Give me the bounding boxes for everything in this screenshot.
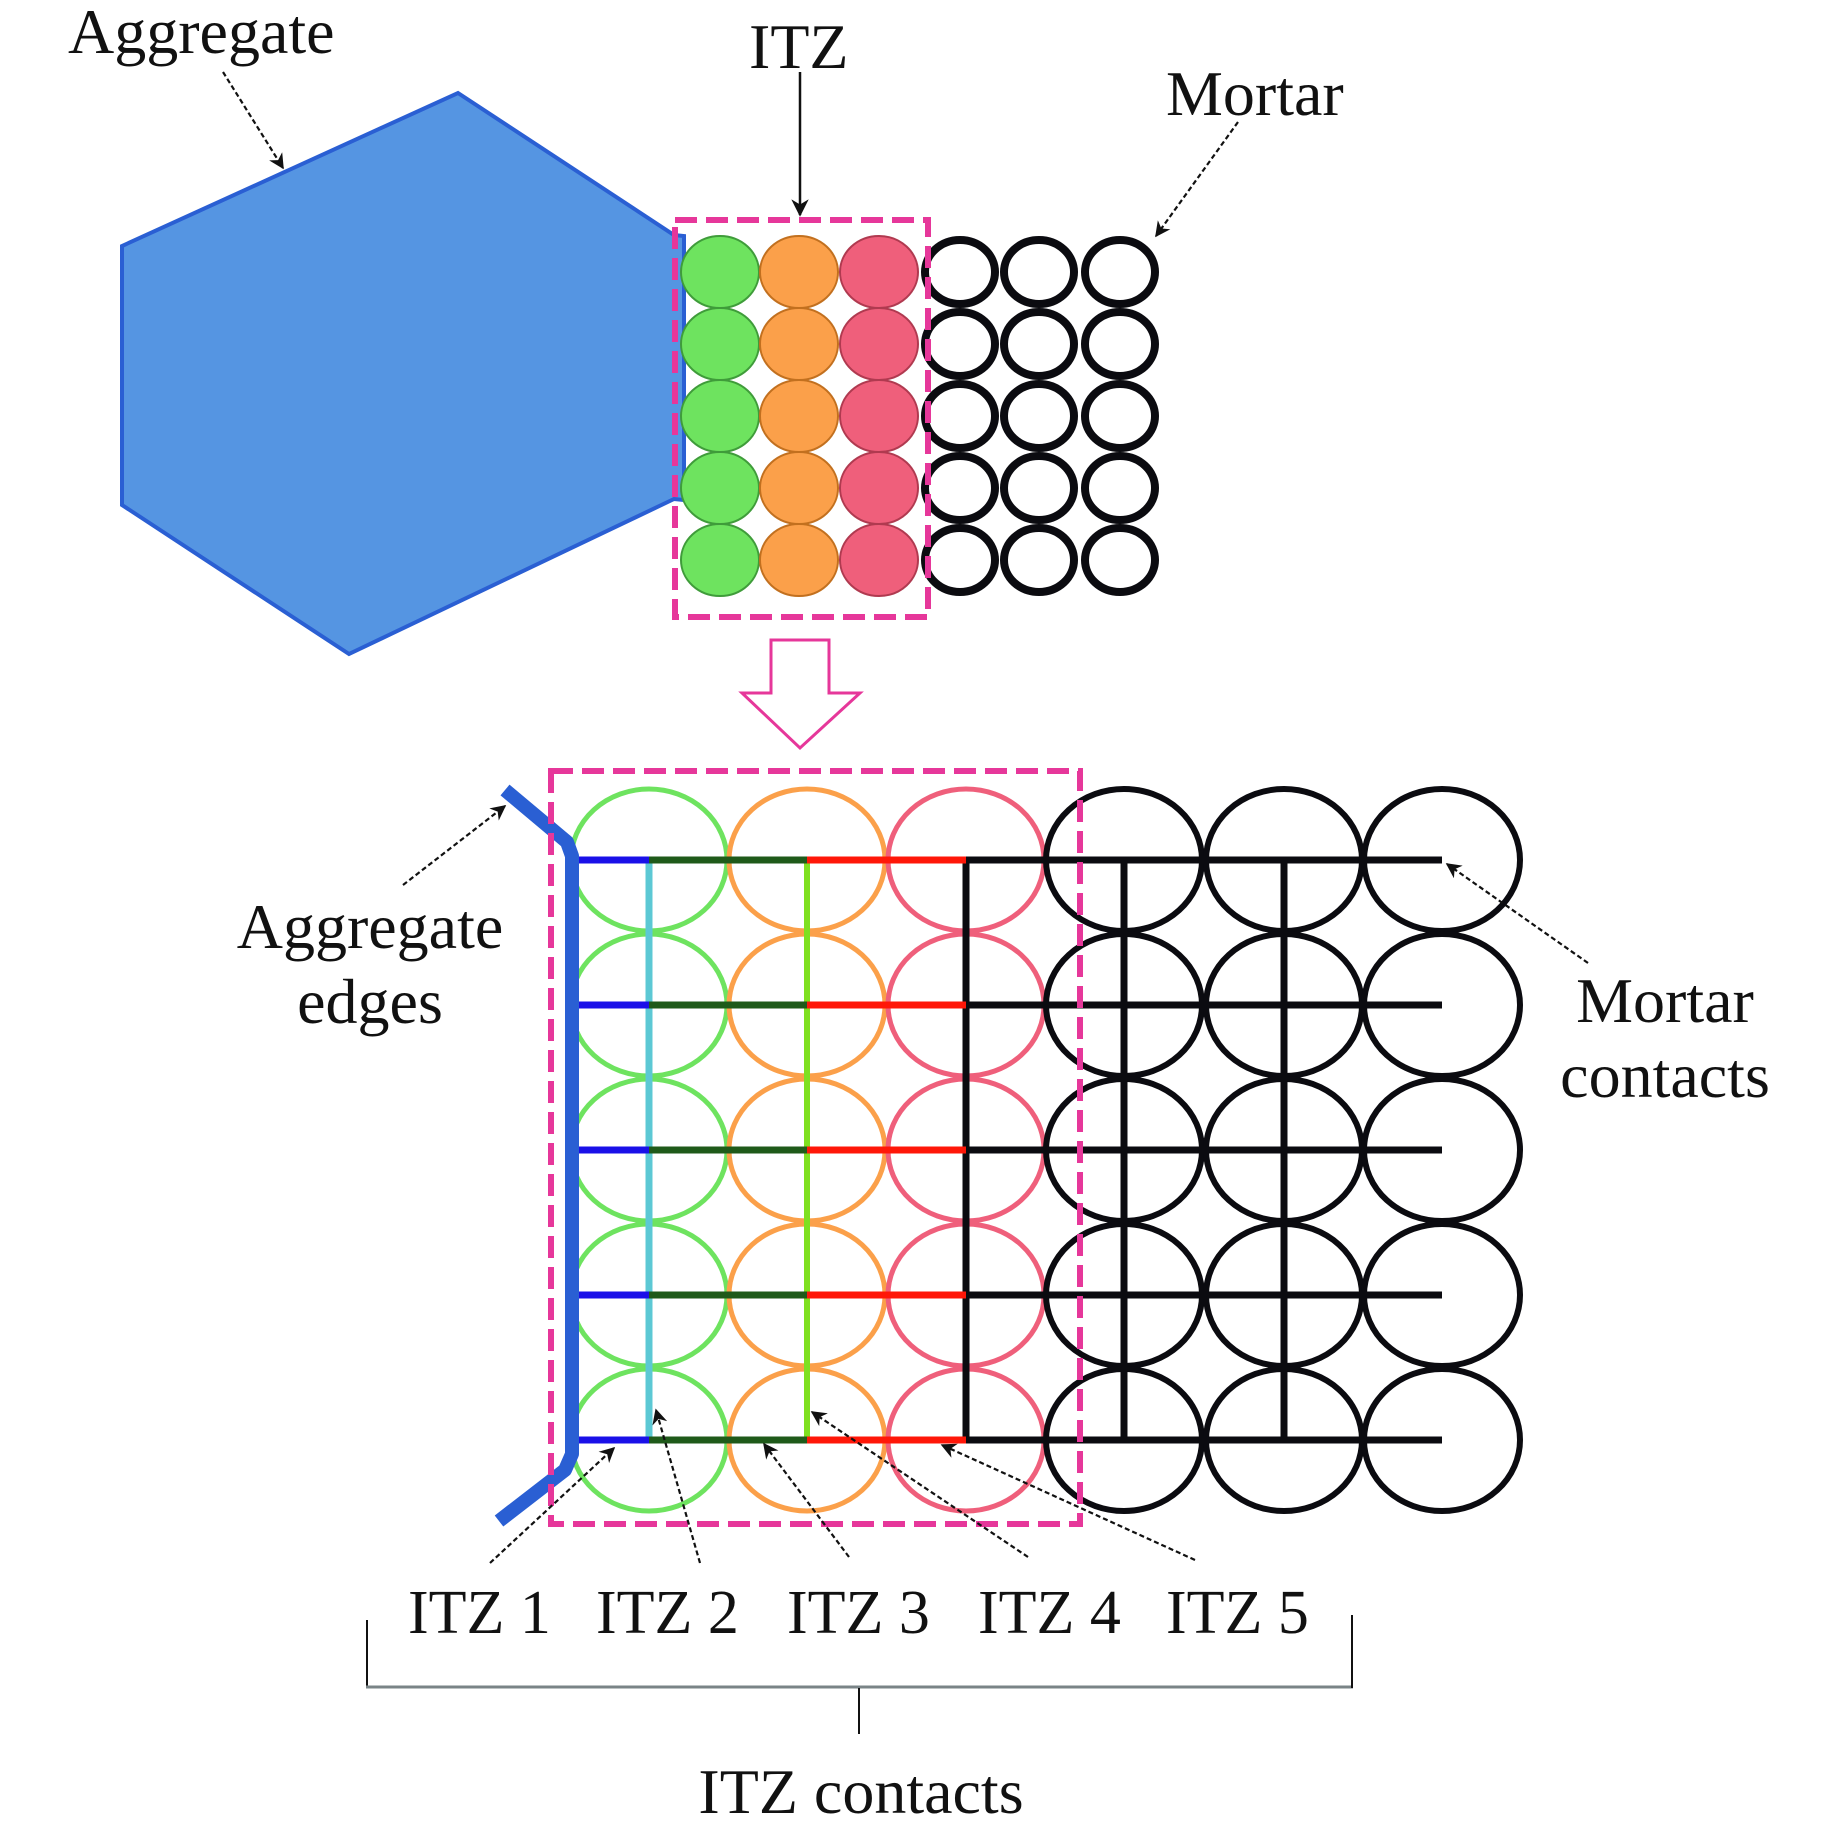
mortar-contacts-label-line2: contacts xyxy=(1560,1040,1770,1111)
itz-layer1-particle xyxy=(680,307,760,381)
itz4-pointer-arrow xyxy=(810,1411,1029,1558)
mortar-particle xyxy=(921,524,999,596)
mortar-particle xyxy=(1081,236,1159,308)
mortar-particle xyxy=(1000,236,1078,308)
mortar-particle xyxy=(1081,380,1159,452)
itz-layer3-particle xyxy=(839,451,919,525)
itz-layer1-particle xyxy=(680,235,760,309)
mortar-contacts-label-line1: Mortar xyxy=(1576,965,1754,1036)
mortar-contacts-pointer-arrow xyxy=(1445,863,1589,964)
mortar-particle xyxy=(1081,308,1159,380)
itz3-pointer-arrow xyxy=(763,1442,850,1558)
itz-layer3-particle xyxy=(839,523,919,597)
itz-layer1-particle xyxy=(680,451,760,525)
itz-layer2-particle xyxy=(759,451,839,525)
bottom-contact-network xyxy=(568,786,1523,1514)
aggregate-edges-pointer-arrow xyxy=(402,805,507,886)
itz5-pointer-arrow xyxy=(940,1443,1196,1562)
itz-layer2-particle xyxy=(759,235,839,309)
mortar-pointer-arrow xyxy=(1155,121,1239,238)
itz-label: ITZ xyxy=(749,11,849,82)
aggregate-edge xyxy=(494,784,579,1527)
itz-layer2-particle xyxy=(759,379,839,453)
itz-layer3-particle xyxy=(839,379,919,453)
top-particle-grid xyxy=(680,235,1159,597)
itz2-pointer-arrow xyxy=(652,1408,702,1564)
mortar-particle xyxy=(1081,524,1159,596)
itz-zone-label: ITZ 3 xyxy=(787,1579,930,1647)
aggregate-label: Aggregate xyxy=(68,0,335,67)
mortar-particle xyxy=(921,308,999,380)
aggregate-hexagon xyxy=(120,90,686,657)
mortar-particle xyxy=(1000,524,1078,596)
itz-layer2-particle xyxy=(759,523,839,597)
itz1-pointer-arrow xyxy=(489,1446,616,1564)
mortar-particle xyxy=(921,236,999,308)
mortar-particle xyxy=(1000,308,1078,380)
itz-layer3-particle xyxy=(839,235,919,309)
mortar-particle xyxy=(1081,452,1159,524)
itz-zone-label: ITZ 4 xyxy=(978,1579,1121,1647)
mortar-particle xyxy=(1000,452,1078,524)
down-arrow-icon xyxy=(738,638,864,751)
aggregate-edges-label-line1: Aggregate xyxy=(237,891,504,962)
itz-zone-label: ITZ 5 xyxy=(1166,1579,1309,1647)
mortar-label: Mortar xyxy=(1166,58,1344,129)
itz-layer3-particle xyxy=(839,307,919,381)
aggregate-pointer-arrow xyxy=(222,71,284,170)
bottom-panel: Aggregate edges Mortar contacts ITZ 1 IT… xyxy=(237,768,1770,1827)
itz-zone-label: ITZ 1 xyxy=(408,1579,551,1647)
itz-layer1-particle xyxy=(680,379,760,453)
aggregate-edges-label-line2: edges xyxy=(297,966,443,1037)
itz-region-box xyxy=(672,217,931,620)
itz-zone-label: ITZ 2 xyxy=(596,1579,739,1647)
itz-contact-region-box xyxy=(548,768,1083,1527)
itz-contacts-bracket xyxy=(366,1615,1353,1734)
mortar-particle xyxy=(921,452,999,524)
itz-layer2-particle xyxy=(759,307,839,381)
mortar-particle xyxy=(921,380,999,452)
itz-layer1-particle xyxy=(680,523,760,597)
mortar-particle xyxy=(1000,380,1078,452)
top-panel: Aggregate ITZ Mortar xyxy=(68,0,1344,657)
itz-contacts-label: ITZ contacts xyxy=(698,1756,1023,1827)
